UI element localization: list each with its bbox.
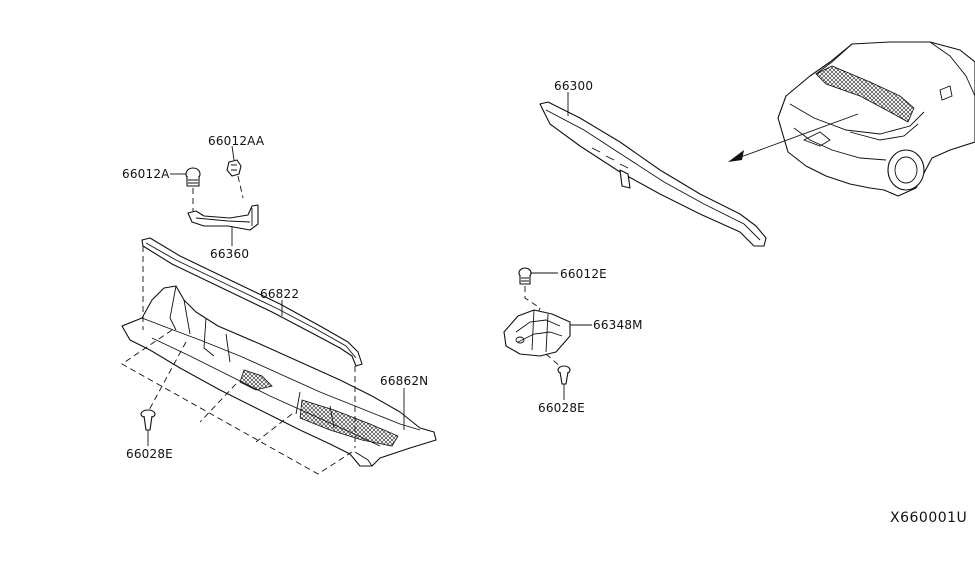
location-arrow xyxy=(728,113,859,162)
label-66028E-left: 66028E xyxy=(126,447,173,461)
label-66012AA: 66012AA xyxy=(208,134,265,148)
clip-66028E-left xyxy=(140,409,156,431)
label-66348M: 66348M xyxy=(593,318,643,332)
clip-66028E-right xyxy=(557,365,571,385)
label-66862N: 66862N xyxy=(380,374,428,388)
dashline-66012AA xyxy=(237,175,244,199)
seal-66300 xyxy=(539,101,767,247)
nut-66012E xyxy=(518,267,532,285)
label-66822: 66822 xyxy=(260,287,299,301)
dashline-66348M xyxy=(545,353,563,369)
label-66012E: 66012E xyxy=(560,267,607,281)
label-66012A: 66012A xyxy=(122,167,170,181)
bracket-66360 xyxy=(187,204,259,231)
vehicle-location-view xyxy=(777,41,975,197)
cowl-top-66862N xyxy=(121,285,437,467)
seal-66822 xyxy=(141,237,363,367)
clip-66012AA xyxy=(226,159,242,177)
label-66300: 66300 xyxy=(554,79,593,93)
nut-66012A xyxy=(185,167,201,187)
label-66028E-right: 66028E xyxy=(538,401,585,415)
leader-66012AA xyxy=(231,145,235,161)
label-66360: 66360 xyxy=(210,247,249,261)
mounting-dash-lines xyxy=(121,246,356,475)
diagram-code: X660001U xyxy=(890,510,967,526)
bracket-66348M xyxy=(503,309,571,357)
